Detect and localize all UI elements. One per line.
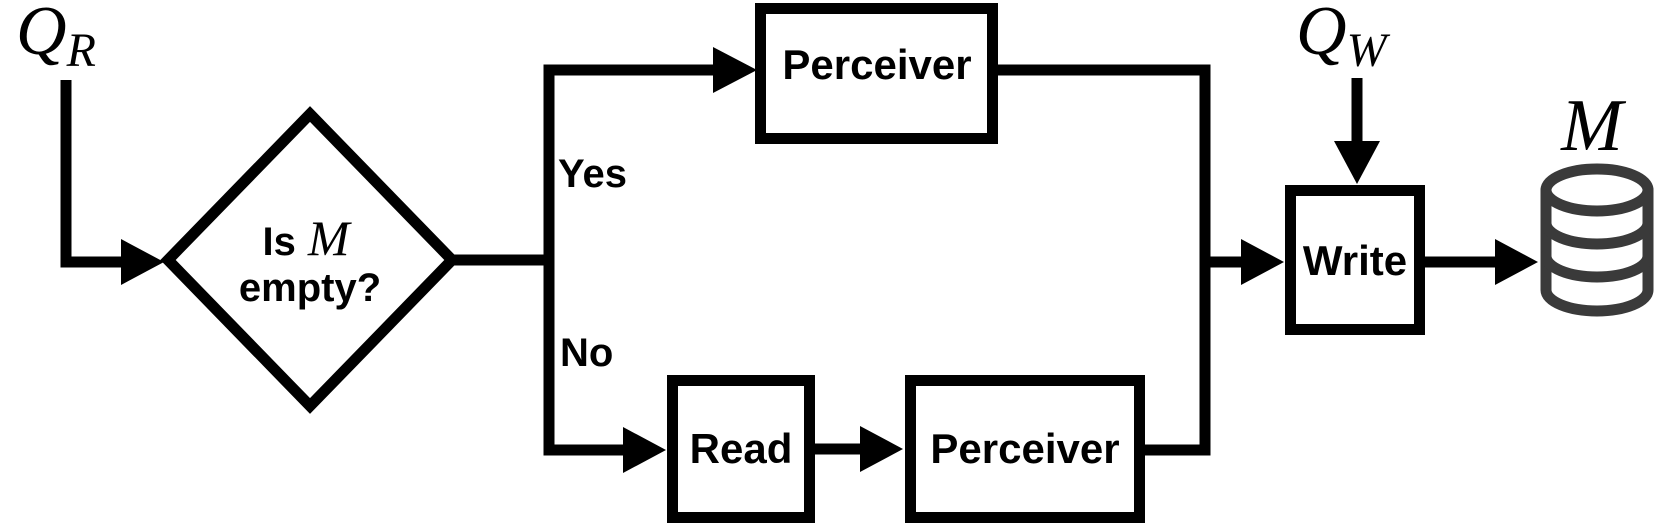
write-node: Write: [1285, 185, 1425, 335]
perceiver-bottom-node: Perceiver: [905, 375, 1145, 523]
decision-prefix: Is: [262, 220, 295, 264]
database-disk-arc-1: [1540, 217, 1654, 250]
read-label: Read: [690, 425, 793, 472]
no-branch-label: No: [560, 331, 613, 375]
write-box: [1285, 185, 1425, 335]
read-queue-label: QR: [16, 0, 96, 77]
branch-rail: [543, 47, 757, 473]
arrowhead-qw-into-write: [1334, 141, 1380, 184]
read-queue-subscript: R: [66, 24, 96, 77]
arrowhead-into-memory: [1495, 239, 1538, 285]
read-box: [667, 375, 815, 523]
perceiver-bottom-box: [905, 375, 1145, 523]
arrowhead-into-perceiver-bottom: [860, 426, 903, 472]
perceiver-top-label: Perceiver: [782, 41, 971, 88]
connector-read-to-perceiver: [815, 426, 903, 472]
perceiver-top-box: [755, 3, 998, 144]
decision-diamond: [160, 106, 460, 414]
perceiver-top-node: Perceiver: [755, 3, 998, 144]
connector-qw-to-write: [1334, 78, 1380, 184]
arrowhead-into-read: [623, 427, 666, 473]
database-icon: [1540, 163, 1654, 317]
write-queue-base: Q: [1296, 0, 1347, 70]
database-top-ellipse: [1540, 163, 1654, 217]
memory-label: M: [1560, 85, 1627, 167]
decision-label-line1: Is M: [262, 210, 351, 266]
decision-node: Is M empty?: [160, 106, 460, 414]
connector-merge-to-write: [1205, 239, 1284, 285]
database-body: [1540, 184, 1654, 317]
branch-rail-line: [543, 64, 713, 456]
yes-branch-label: Yes: [558, 152, 627, 196]
database-disk-arc-2: [1540, 250, 1654, 283]
read-queue-base: Q: [16, 0, 67, 70]
decision-variable: M: [307, 210, 352, 266]
perceiver-bottom-label: Perceiver: [930, 425, 1119, 472]
write-queue-label: QW: [1296, 0, 1391, 77]
write-queue-subscript: W: [1347, 24, 1391, 77]
qr-connector-line: [60, 80, 121, 268]
arrowhead-into-write: [1241, 239, 1284, 285]
connector-qr-to-decision: [60, 80, 164, 285]
write-label: Write: [1303, 237, 1407, 284]
read-node: Read: [667, 375, 815, 523]
arrowhead-into-perceiver-top: [713, 47, 757, 93]
arrowhead-into-decision: [121, 239, 164, 285]
decision-label-line2: empty?: [239, 266, 381, 310]
connector-write-to-memory: [1425, 239, 1538, 285]
